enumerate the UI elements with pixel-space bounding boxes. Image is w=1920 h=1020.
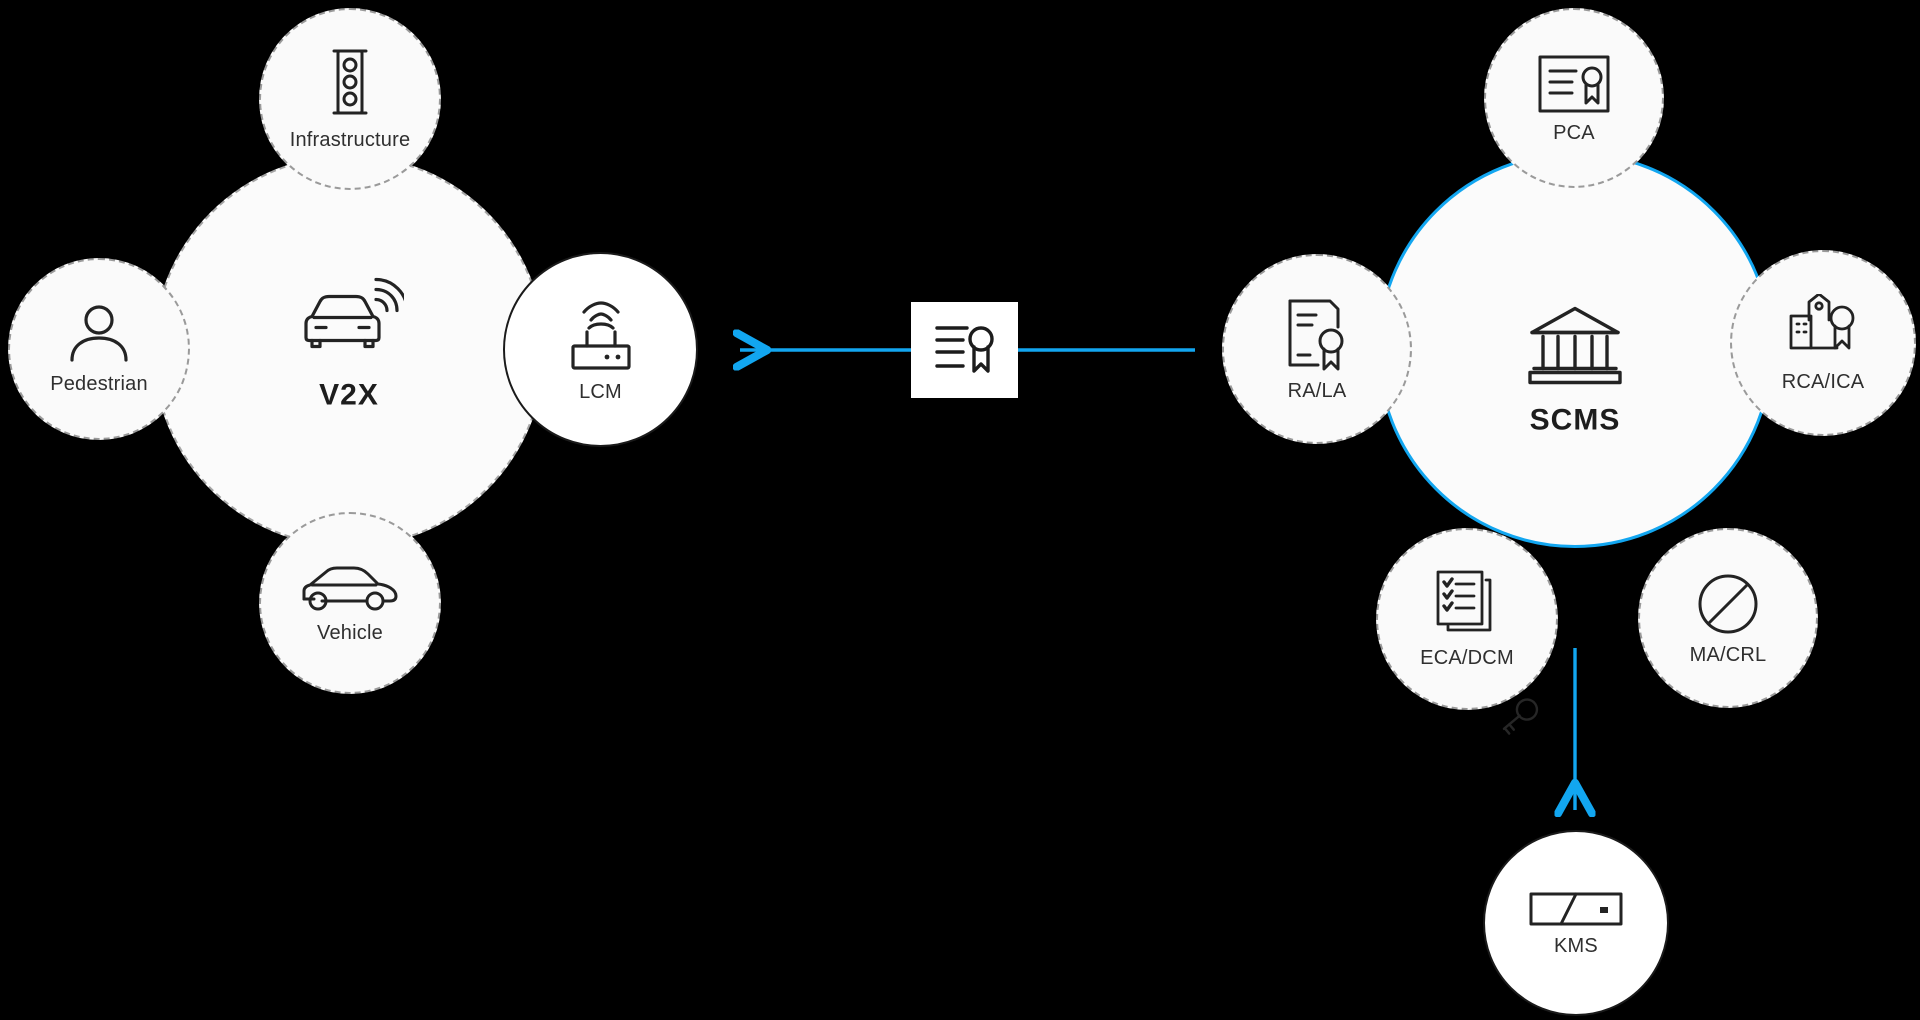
person-icon bbox=[66, 304, 132, 366]
certificate-icon bbox=[934, 326, 994, 373]
node-kms-label: KMS bbox=[1554, 935, 1598, 957]
node-rca-ica[interactable]: RCA/ICA bbox=[1730, 250, 1916, 436]
certificate-icon bbox=[1536, 53, 1612, 115]
node-eca-dcm[interactable]: ECA/DCM bbox=[1376, 528, 1558, 710]
wifi-router-icon bbox=[563, 298, 639, 374]
node-rca-ica-label: RCA/ICA bbox=[1781, 371, 1865, 393]
building-award-icon bbox=[1785, 294, 1861, 364]
traffic-light-icon bbox=[328, 48, 372, 122]
node-pedestrian[interactable]: Pedestrian bbox=[8, 258, 190, 440]
certificate-badge bbox=[911, 302, 1018, 398]
node-vehicle-label: Vehicle bbox=[317, 622, 383, 644]
node-lcm-label: LCM bbox=[579, 380, 622, 403]
certificate-document-icon bbox=[1282, 297, 1352, 373]
node-infrastructure[interactable]: Infrastructure bbox=[259, 8, 441, 190]
v2x-hub[interactable] bbox=[153, 155, 545, 547]
key-card-icon bbox=[1528, 890, 1624, 928]
node-ma-crl-label: MA/CRL bbox=[1689, 644, 1767, 666]
node-ra-la-label: RA/LA bbox=[1287, 380, 1347, 402]
revoked-icon bbox=[1695, 571, 1761, 637]
node-lcm[interactable]: LCM bbox=[503, 252, 698, 447]
node-infrastructure-label: Infrastructure bbox=[289, 129, 411, 151]
checklist-icon bbox=[1434, 570, 1500, 640]
node-vehicle[interactable]: Vehicle bbox=[259, 512, 441, 694]
node-ma-crl[interactable]: MA/CRL bbox=[1638, 528, 1818, 708]
key-icon bbox=[1502, 698, 1539, 735]
node-pedestrian-label: Pedestrian bbox=[50, 373, 148, 395]
node-ra-la[interactable]: RA/LA bbox=[1222, 254, 1412, 444]
car-icon bbox=[300, 563, 400, 615]
node-pca-label: PCA bbox=[1553, 122, 1595, 144]
node-eca-dcm-label: ECA/DCM bbox=[1420, 647, 1514, 669]
node-pca[interactable]: PCA bbox=[1484, 8, 1664, 188]
scms-hub[interactable] bbox=[1377, 152, 1773, 548]
node-kms[interactable]: KMS bbox=[1483, 830, 1669, 1016]
